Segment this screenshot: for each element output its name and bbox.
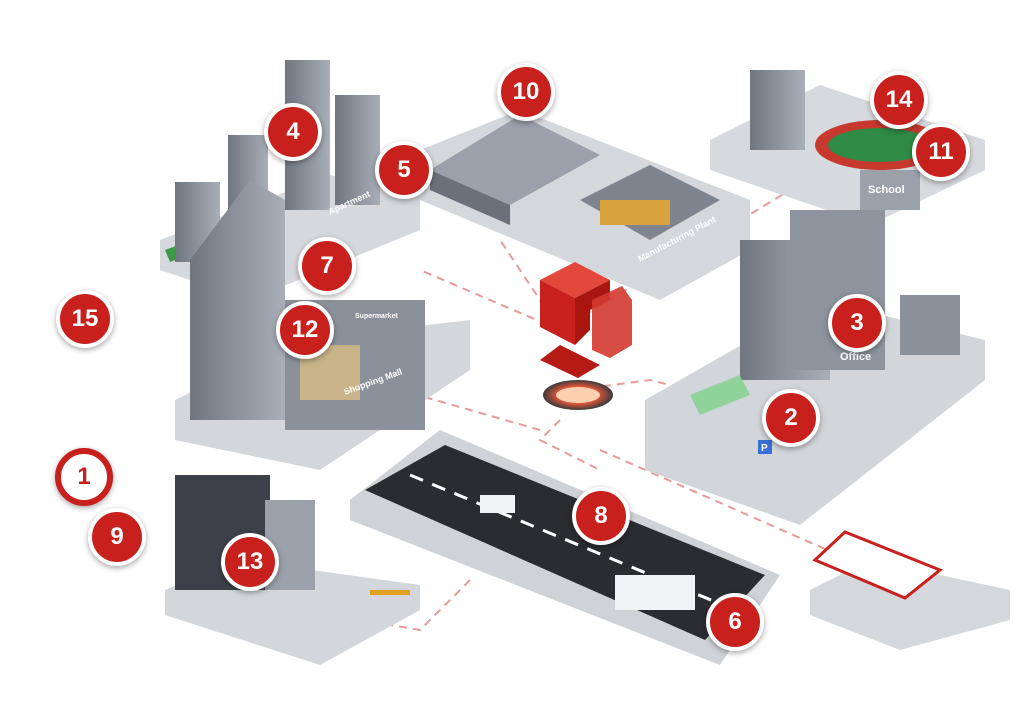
hotspot-15[interactable]: 15 [56,290,114,348]
manufacturing-plant: Manufacturing Plant [420,110,750,300]
hotspot-3[interactable]: 3 [828,294,886,352]
parking-sign: P [761,443,768,454]
hotspot-4[interactable]: 4 [264,103,322,161]
road-intersection [350,430,780,665]
hotspot-13[interactable]: 13 [221,533,279,591]
hotspot-6[interactable]: 6 [706,593,764,651]
cube-logo-icon [540,262,632,410]
hotspot-9[interactable]: 9 [88,508,146,566]
hotspot-5[interactable]: 5 [375,141,433,199]
gas-station [810,530,1010,650]
hotspot-1[interactable]: 1 [55,448,113,506]
hotspot-14[interactable]: 14 [870,71,928,129]
hotspot-8[interactable]: 8 [572,487,630,545]
hotspot-10[interactable]: 10 [497,63,555,121]
school-sign: School [868,184,905,196]
connection-lines [359,189,851,632]
hotspot-11[interactable]: 11 [912,123,970,181]
hotspot-2[interactable]: 2 [762,389,820,447]
supermarket-sign: Supermarket [355,313,398,320]
office-sign: Office [840,351,871,363]
hotspot-7[interactable]: 7 [298,237,356,295]
hotspot-12[interactable]: 12 [276,301,334,359]
